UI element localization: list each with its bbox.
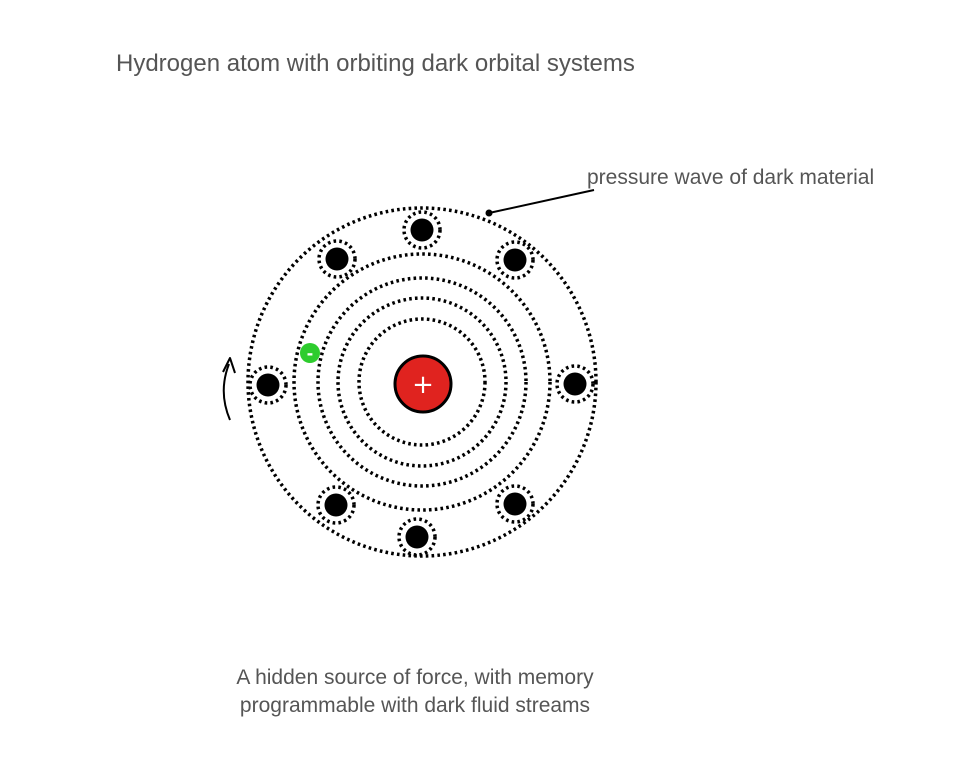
nucleus: + xyxy=(393,354,453,414)
diagram-title: Hydrogen atom with orbiting dark orbital… xyxy=(116,50,635,77)
caption: A hidden source of force, with memory pr… xyxy=(185,664,645,720)
caption-line-1: A hidden source of force, with memory xyxy=(236,666,594,689)
dark-orbital-system xyxy=(317,239,357,279)
dark-orbital-system xyxy=(495,240,535,280)
caption-line-2: programmable with dark fluid streams xyxy=(239,694,591,717)
dark-orbital-system xyxy=(316,485,356,525)
dark-orbital-system xyxy=(555,364,595,404)
rotation-arrow-icon xyxy=(222,357,236,421)
dark-orbital-system xyxy=(248,365,288,405)
dark-orbital-system xyxy=(495,484,535,524)
dark-orbital-system xyxy=(402,210,442,250)
electron: - xyxy=(300,343,320,363)
orbital-ring-2 xyxy=(292,252,552,512)
orbital-ring-3 xyxy=(316,276,528,488)
annotation-leader-line xyxy=(488,189,595,214)
electron-symbol: - xyxy=(307,344,314,363)
orbital-ring-4 xyxy=(336,296,508,468)
pressure-wave-label: pressure wave of dark material xyxy=(587,166,875,189)
annotation-anchor-dot xyxy=(485,209,493,217)
dark-orbital-systems xyxy=(248,210,595,557)
dark-orbital-system xyxy=(397,517,437,557)
orbital-ring-5 xyxy=(357,317,487,447)
nucleus-symbol: + xyxy=(412,370,434,400)
